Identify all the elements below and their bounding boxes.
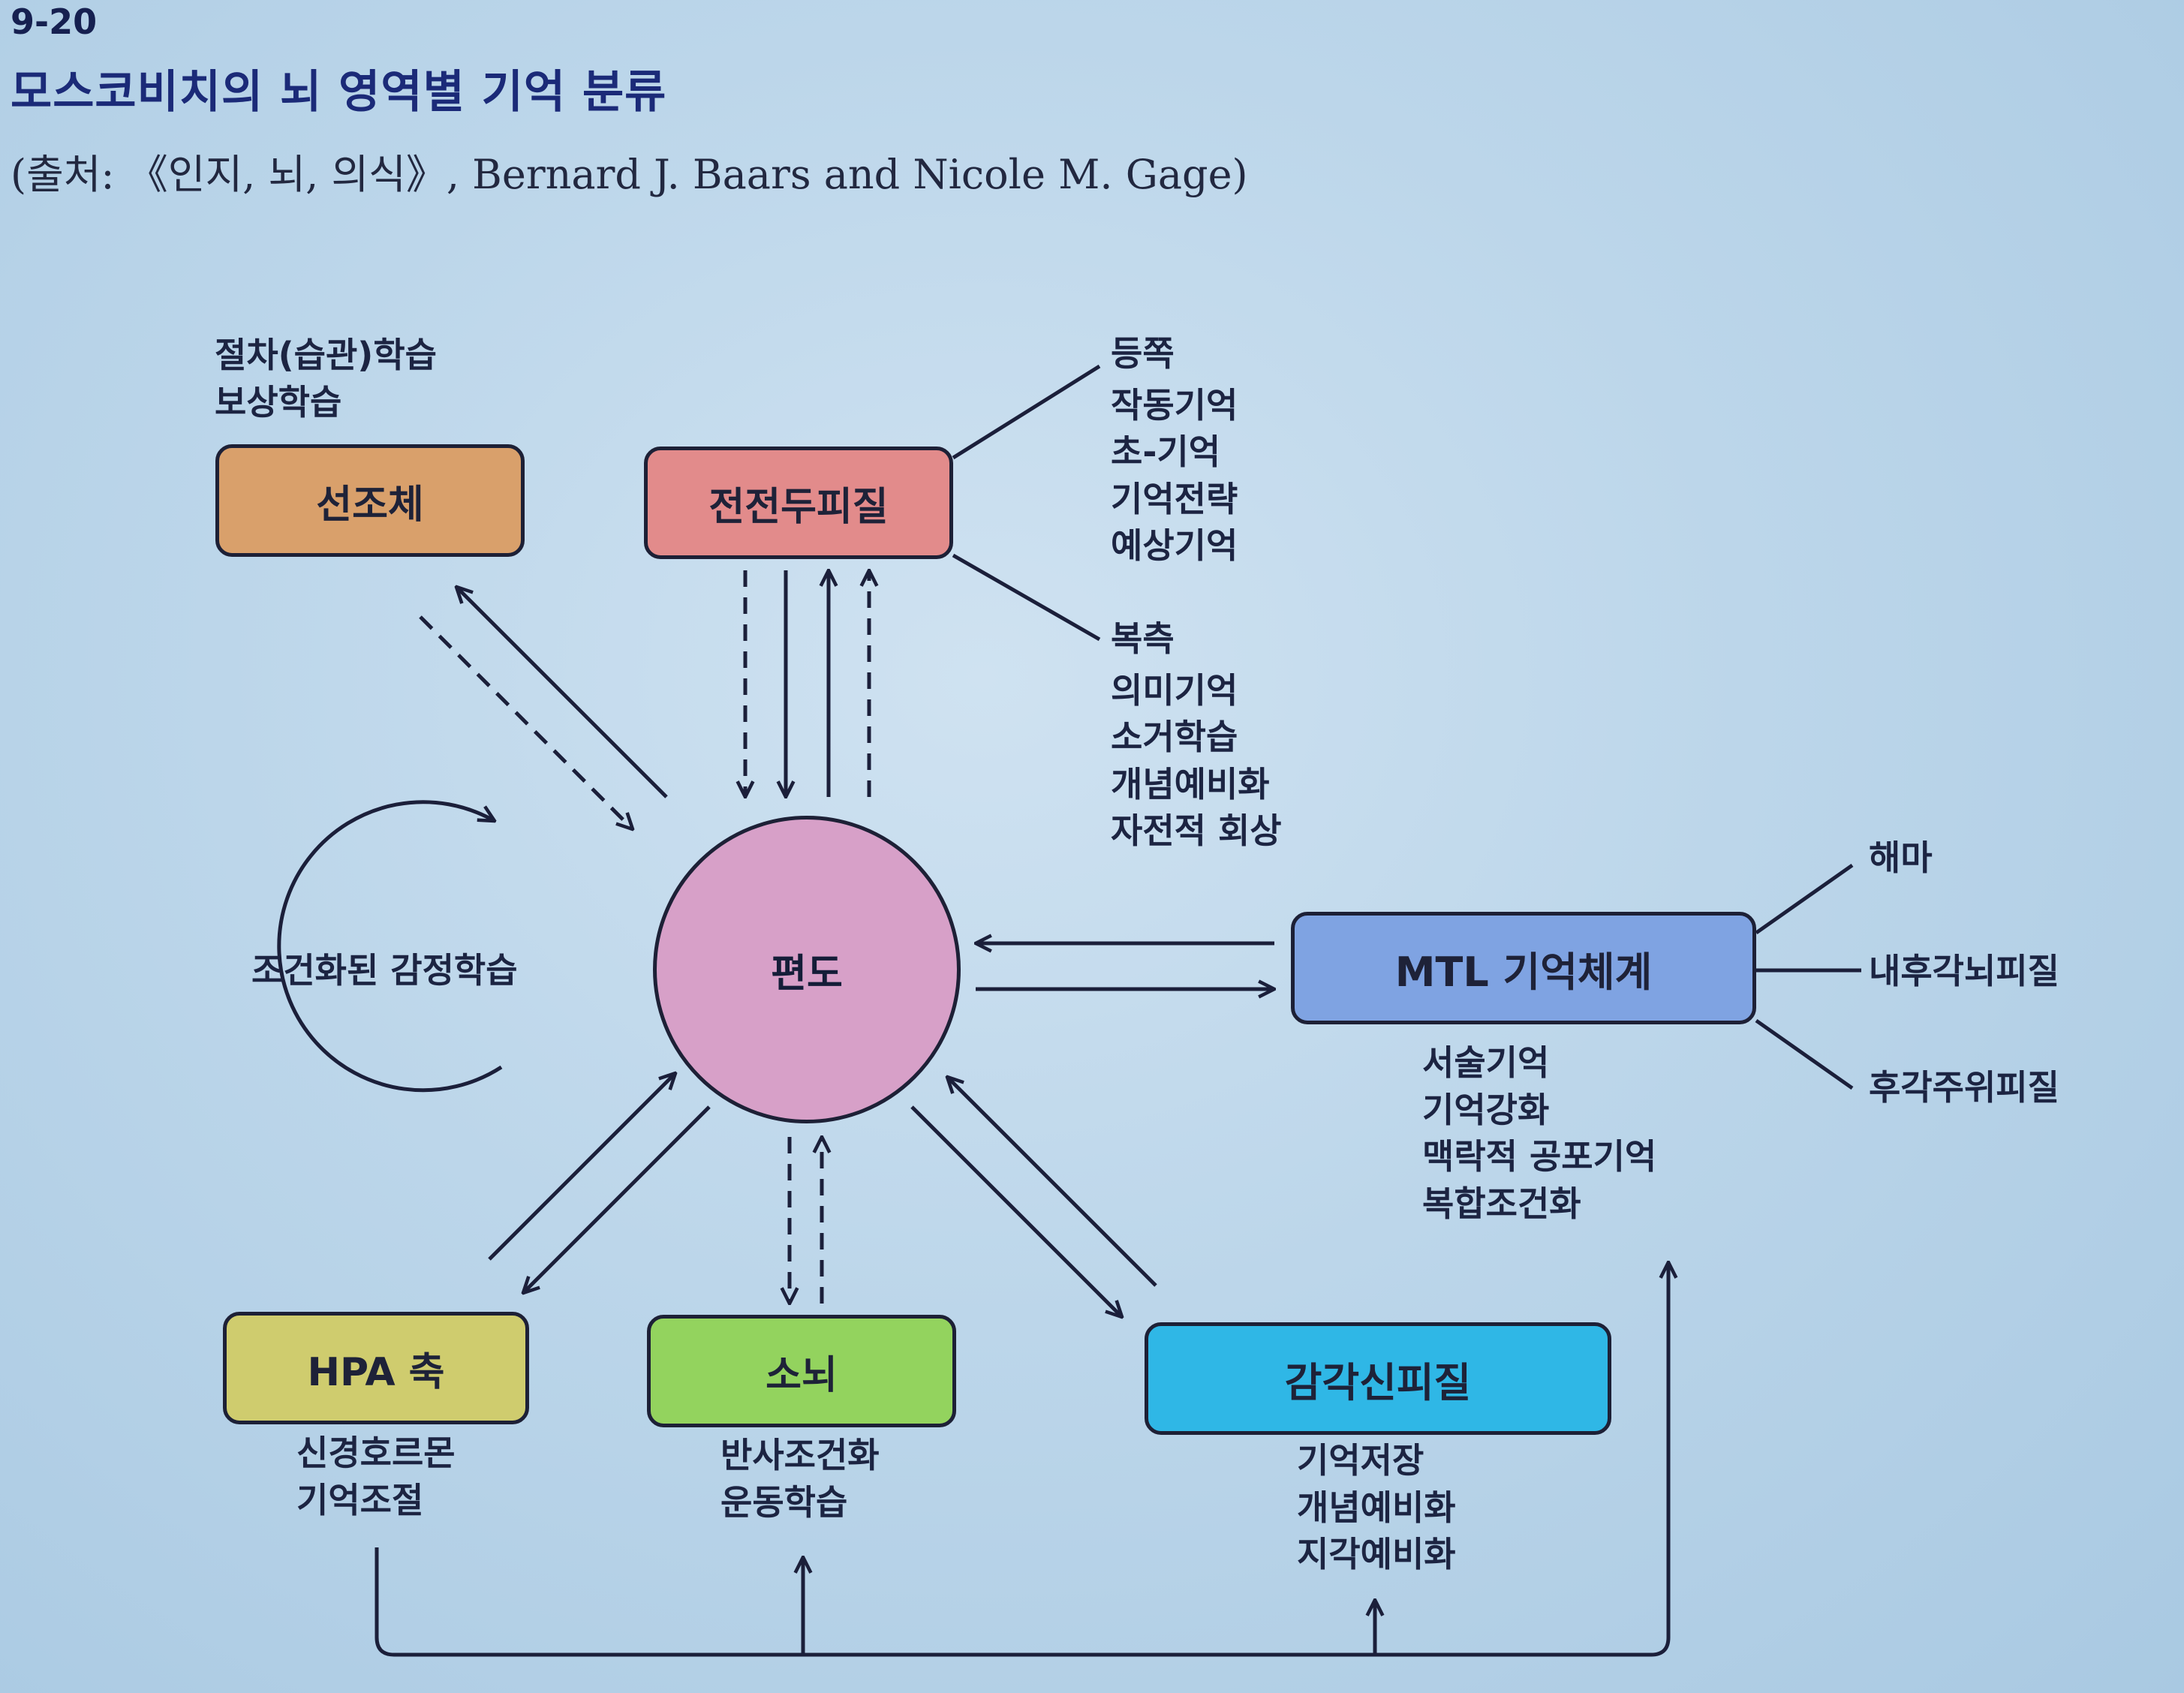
mtl-branch-entorhinal: 내후각뇌피질 bbox=[1869, 951, 2059, 991]
sensory-neocortex-box[interactable]: 감각신피질 bbox=[1145, 1322, 1611, 1435]
arrow-sensory-to-amygdala bbox=[947, 1077, 1157, 1287]
dorsal-branch: 등쪽 작동기억 초-기억 기억전략 예상기억 bbox=[1111, 333, 1238, 567]
mtl-branch-perirhinal: 후각주위피질 bbox=[1869, 1067, 2059, 1108]
bottom-connector bbox=[375, 1262, 1668, 1657]
arrow-amygdala-to-sensory bbox=[910, 1105, 1122, 1317]
arrow-amygdala-to-hpa bbox=[523, 1105, 711, 1293]
sensory-notes: 기억저장 개념예비화 지각예비화 bbox=[1297, 1440, 1456, 1575]
figure-source: (출처: 《인지, 뇌, 의식》, Bernard J. Baars and N… bbox=[11, 151, 1248, 198]
mtl-memory-system-box[interactable]: MTL 기억체계 bbox=[1291, 912, 1756, 1024]
line-mtl-hippocampus bbox=[1755, 863, 1854, 935]
figure-number: 9-20 bbox=[11, 2, 98, 42]
amygdala-node[interactable]: 편도 bbox=[653, 816, 961, 1123]
striatum-box[interactable]: 선조체 bbox=[215, 444, 525, 557]
cerebellum-notes: 반사조건화 운동학습 bbox=[720, 1435, 880, 1523]
arrow-amygdala-to-striatum bbox=[456, 587, 668, 798]
mtl-branch-hippocampus: 해마 bbox=[1869, 837, 1933, 878]
dashed-arrow-striatum-to-amygdala bbox=[419, 615, 633, 829]
loop-arrow bbox=[277, 800, 503, 1093]
hpa-notes: 신경호르몬 기억조절 bbox=[296, 1433, 456, 1520]
mtl-notes: 서술기억 기억강화 맥락적 공포기억 복합조건화 bbox=[1422, 1042, 1657, 1224]
ventral-branch: 복측 의미기억 소거학습 개념예비화 자전적 회상 bbox=[1111, 618, 1282, 852]
line-mtl-perirhinal bbox=[1755, 1018, 1854, 1090]
line-prefrontal-ventral bbox=[952, 553, 1101, 642]
striatum-notes: 절차(습관)학습 보상학습 bbox=[215, 335, 437, 422]
arrow-hpa-to-amygdala bbox=[488, 1073, 675, 1261]
cerebellum-box[interactable]: 소뇌 bbox=[647, 1315, 956, 1427]
loop-label: 조건화된 감정학습 bbox=[251, 950, 518, 991]
figure-title: 모스코비치의 뇌 영역별 기억 분류 bbox=[11, 66, 667, 119]
prefrontal-cortex-box[interactable]: 전전두피질 bbox=[644, 447, 953, 559]
line-prefrontal-dorsal bbox=[952, 364, 1101, 460]
hpa-axis-box[interactable]: HPA 축 bbox=[223, 1312, 529, 1424]
